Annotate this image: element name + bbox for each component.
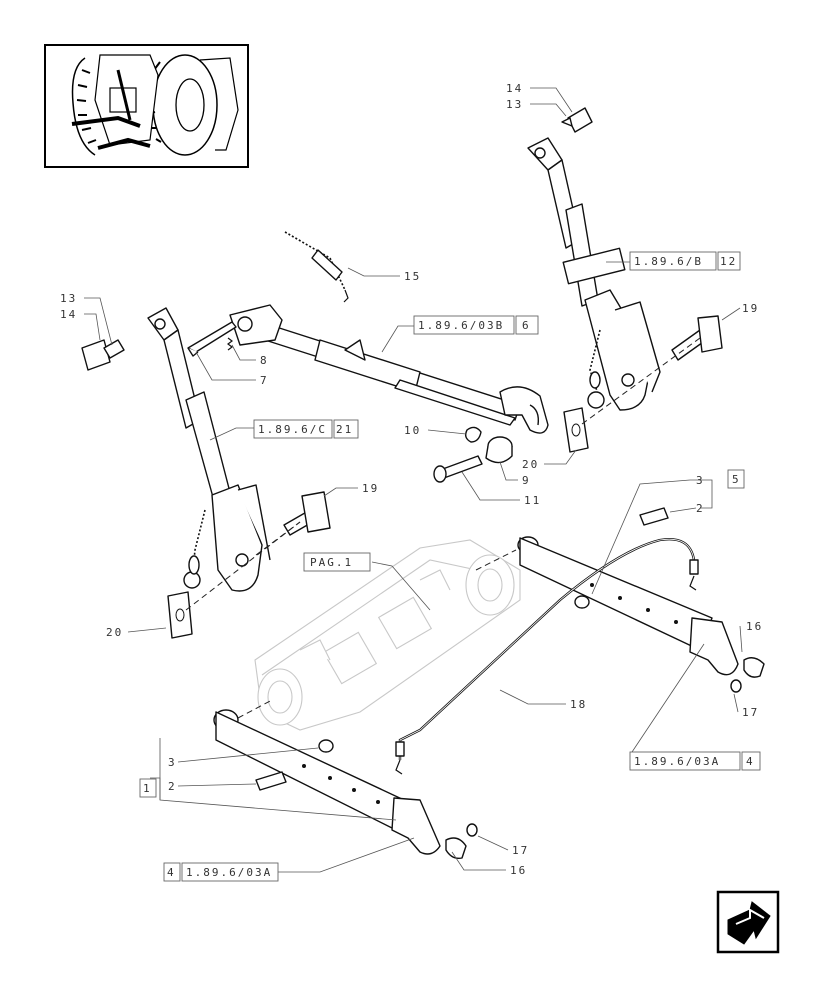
tractor-thumbnail[interactable] [44, 44, 249, 168]
callout-4-left[interactable]: 4 [167, 866, 176, 879]
callout-16-right[interactable]: 16 [746, 620, 763, 633]
callout-16-bottom[interactable]: 16 [510, 864, 527, 877]
reference-boxes [139, 251, 761, 882]
ref-1-89-6-b[interactable]: 1.89.6/B [634, 255, 703, 268]
callout-14-left[interactable]: 14 [60, 308, 77, 321]
left-lift-rod-assembly[interactable] [81, 307, 331, 639]
callout-3-right[interactable]: 3 [696, 474, 705, 487]
callout-20-left[interactable]: 20 [106, 626, 123, 639]
ref-6[interactable]: 6 [522, 319, 531, 332]
right-lift-rod-assembly[interactable] [527, 107, 723, 453]
callout-20-right[interactable]: 20 [522, 458, 539, 471]
callout-5[interactable]: 5 [732, 473, 741, 486]
callout-2-right[interactable]: 2 [696, 502, 705, 515]
callout-9[interactable]: 9 [522, 474, 531, 487]
callout-17-right[interactable]: 17 [742, 706, 759, 719]
tractor-rear-view-icon [71, 54, 239, 156]
callout-4-right[interactable]: 4 [746, 755, 755, 768]
callout-19-left[interactable]: 19 [362, 482, 379, 495]
ref-pag-1[interactable]: PAG.1 [310, 556, 353, 569]
right-lower-link-assembly[interactable] [475, 507, 765, 693]
callout-2-left[interactable]: 2 [168, 780, 177, 793]
callout-8[interactable]: 8 [260, 354, 269, 367]
callout-10[interactable]: 10 [404, 424, 421, 437]
ref-1-89-6-03a-bottom[interactable]: 1.89.6/03A [186, 866, 272, 879]
ref-1-89-6-c[interactable]: 1.89.6/C [258, 423, 327, 436]
next-page-button[interactable] [716, 890, 780, 954]
callout-18[interactable]: 18 [570, 698, 587, 711]
next-page-arrow-icon [727, 901, 771, 945]
ref-21[interactable]: 21 [336, 423, 353, 436]
callout-14-top[interactable]: 14 [506, 82, 523, 95]
callout-1[interactable]: 1 [143, 782, 152, 795]
callout-13-top[interactable]: 13 [506, 98, 523, 111]
top-link-assembly[interactable] [187, 304, 549, 483]
reference-labels: 1.89.6/B 12 1.89.6/03B 6 1.89.6/C 21 PAG… [186, 255, 737, 879]
callout-17-bottom[interactable]: 17 [512, 844, 529, 857]
callout-11[interactable]: 11 [524, 494, 541, 507]
callout-7[interactable]: 7 [260, 374, 269, 387]
check-cable-18[interactable] [395, 538, 699, 775]
ref-1-89-6-03a-right[interactable]: 1.89.6/03A [634, 755, 720, 768]
left-lower-link-assembly[interactable] [213, 699, 478, 860]
rear-axle-housing-ghost [254, 539, 521, 731]
callout-13-left[interactable]: 13 [60, 292, 77, 305]
ref-12[interactable]: 12 [720, 255, 737, 268]
leader-lines [84, 87, 743, 873]
callout-15[interactable]: 15 [404, 270, 421, 283]
callout-3-left[interactable]: 3 [168, 756, 177, 769]
ref-1-89-6-03b[interactable]: 1.89.6/03B [418, 319, 504, 332]
callout-labels: 14 13 15 13 14 8 7 19 10 9 11 20 19 3 2 … [60, 82, 763, 879]
callout-19-right[interactable]: 19 [742, 302, 759, 315]
lock-chain-15[interactable] [284, 231, 349, 303]
